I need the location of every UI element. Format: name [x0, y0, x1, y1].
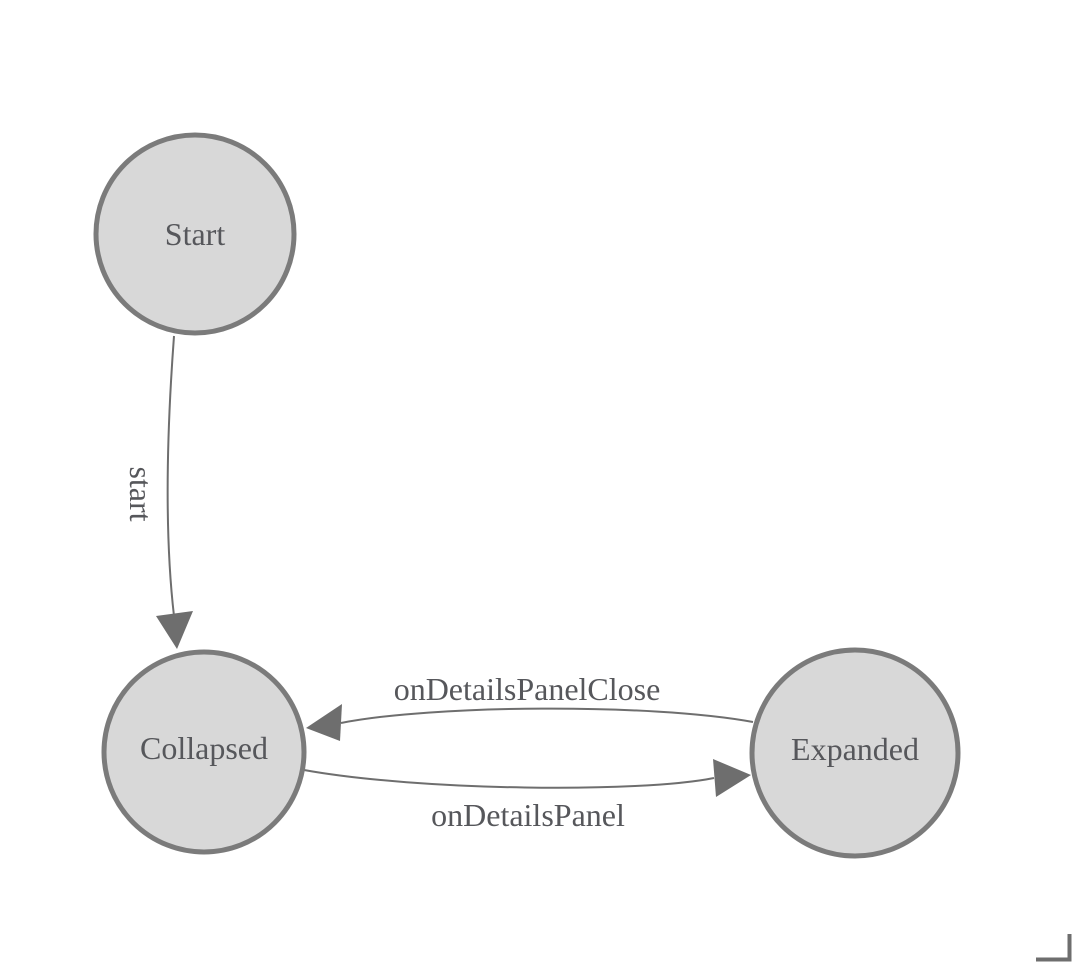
arrowhead-right-icon: [713, 759, 751, 797]
edge-collapsed-to-expanded: onDetailsPanel: [303, 759, 751, 833]
expanded-state-circle: [749, 647, 961, 859]
container-corner: [1036, 934, 1072, 962]
edge-expanded-to-collapsed: onDetailsPanelClose: [306, 671, 754, 741]
start-state-label: Start: [165, 216, 226, 252]
collapsed-state-circle: [101, 649, 307, 855]
collapsed-state-label: Collapsed: [140, 730, 268, 766]
state-node-expanded: Expanded: [749, 647, 961, 859]
edge-label-on-details-panel: onDetailsPanel: [431, 797, 625, 833]
edge-label-start: start: [123, 466, 159, 521]
start-state-circle: [93, 132, 297, 336]
edge-label-on-details-panel-close: onDetailsPanelClose: [394, 671, 661, 707]
state-node-start: Start: [93, 132, 297, 336]
arrowhead-down-icon: [156, 611, 193, 649]
edge-open-path: [303, 769, 715, 789]
edge-start-path: [166, 335, 175, 617]
edge-start-to-collapsed: start: [123, 335, 193, 649]
state-node-collapsed: Collapsed: [101, 649, 307, 855]
expanded-state-label: Expanded: [791, 731, 919, 767]
edge-close-path: [340, 707, 754, 724]
arrowhead-left-icon: [306, 704, 342, 741]
